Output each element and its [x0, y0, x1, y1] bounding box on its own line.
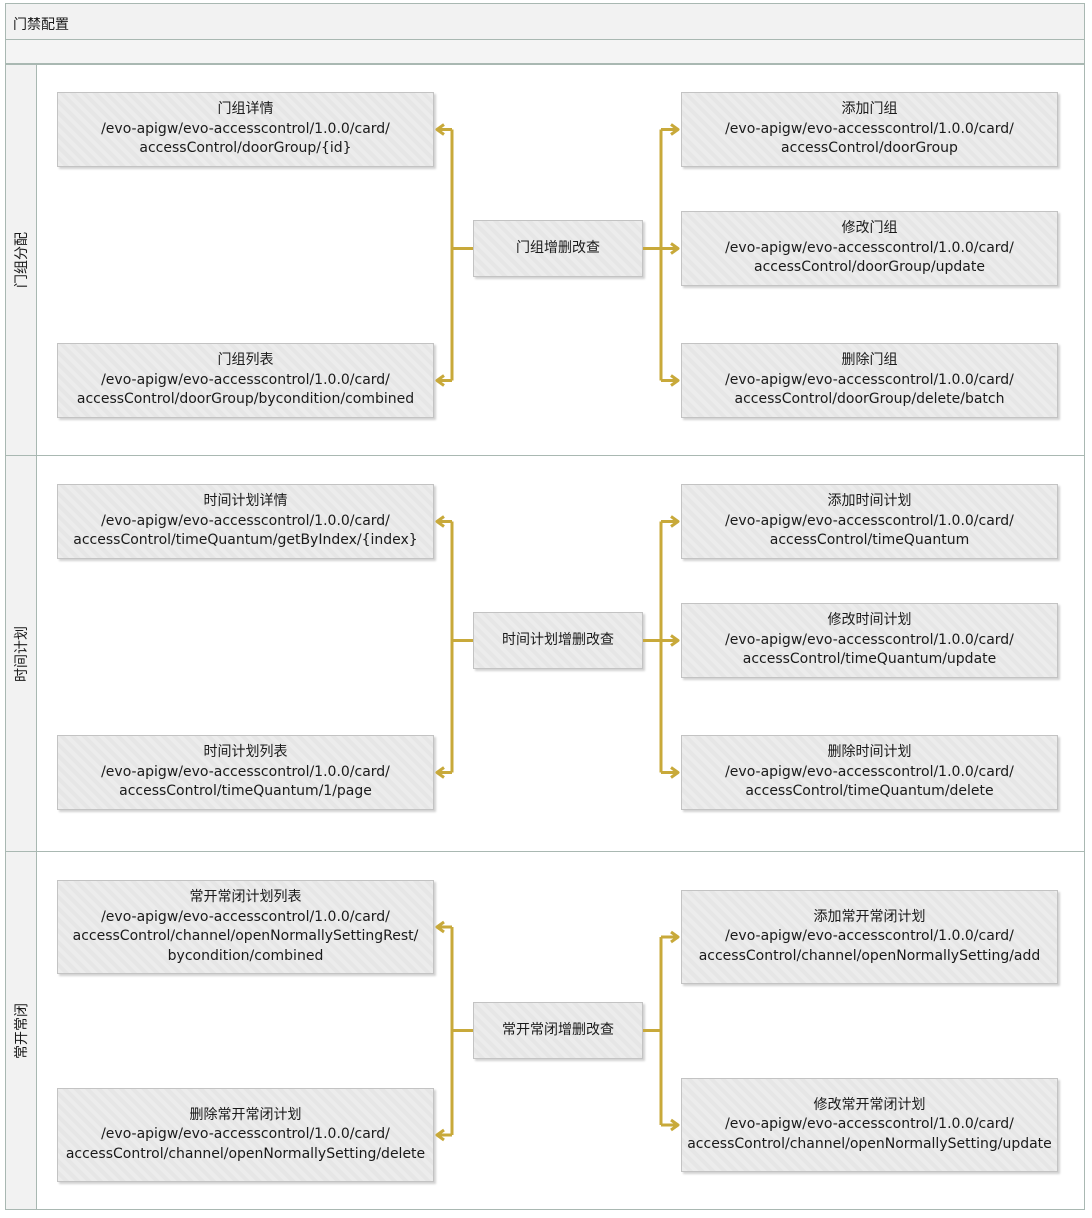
box-title: 删除常开常闭计划	[189, 1106, 302, 1123]
hub-node: 门组增删改查	[473, 220, 643, 277]
box-path-line: accessControl/timeQuantum/delete	[745, 783, 994, 800]
box-path-line: accessControl/doorGroup	[781, 140, 958, 157]
box-title: 修改常开常闭计划	[813, 1096, 926, 1113]
box-path-line: accessControl/timeQuantum/update	[742, 651, 997, 668]
box-title: 门组列表	[217, 352, 274, 369]
swimlane: 门组分配	[5, 64, 1085, 456]
box-path-line: /evo-apigw/evo-accesscontrol/1.0.0/card/	[101, 763, 390, 780]
lane-label-column: 门组分配	[6, 65, 37, 455]
endpoint-node: 修改时间计划/evo-apigw/evo-accesscontrol/1.0.0…	[681, 603, 1058, 678]
lane-label: 常开常闭	[14, 1002, 30, 1059]
box-title: 门组详情	[217, 101, 274, 118]
endpoint-node: 常开常闭计划列表/evo-apigw/evo-accesscontrol/1.0…	[57, 880, 434, 974]
lane-label: 时间计划	[14, 625, 30, 682]
box-title: 常开常闭计划列表	[189, 889, 302, 905]
endpoint-node: 修改常开常闭计划/evo-apigw/evo-accesscontrol/1.0…	[681, 1078, 1058, 1172]
box-title: 删除时间计划	[827, 744, 912, 761]
box-path-line: accessControl/doorGroup/bycondition/comb…	[76, 391, 415, 408]
endpoint-node: 门组详情/evo-apigw/evo-accesscontrol/1.0.0/c…	[57, 92, 434, 167]
box-path-line: accessControl/timeQuantum	[769, 532, 970, 549]
box-path-line: /evo-apigw/evo-accesscontrol/1.0.0/card/	[101, 120, 390, 137]
box-path-line: /evo-apigw/evo-accesscontrol/1.0.0/card/	[725, 239, 1014, 256]
box-path-line: accessControl/doorGroup/update	[754, 259, 985, 276]
swimlane: 时间计划	[5, 456, 1085, 852]
box-path-line: /evo-apigw/evo-accesscontrol/1.0.0/card/	[725, 512, 1014, 529]
box-path-line: /evo-apigw/evo-accesscontrol/1.0.0/card/	[101, 908, 390, 925]
box-title: 修改门组	[841, 220, 898, 237]
endpoint-node: 添加门组/evo-apigw/evo-accesscontrol/1.0.0/c…	[681, 92, 1058, 167]
box-title: 常开常闭增删改查	[502, 1021, 614, 1038]
endpoint-node: 时间计划列表/evo-apigw/evo-accesscontrol/1.0.0…	[57, 735, 434, 810]
box-title: 添加常开常闭计划	[813, 908, 926, 925]
endpoint-node: 删除门组/evo-apigw/evo-accesscontrol/1.0.0/c…	[681, 343, 1058, 418]
endpoint-node: 添加时间计划/evo-apigw/evo-accesscontrol/1.0.0…	[681, 484, 1058, 559]
box-path-line: /evo-apigw/evo-accesscontrol/1.0.0/card/	[725, 928, 1014, 945]
box-path-line: accessControl/channel/openNormallySettin…	[72, 928, 419, 944]
box-path-line: /evo-apigw/evo-accesscontrol/1.0.0/card/	[725, 763, 1014, 780]
box-title: 添加门组	[841, 101, 898, 118]
box-title: 删除门组	[841, 352, 898, 369]
lane-label-column: 时间计划	[6, 456, 37, 851]
box-path-line: /evo-apigw/evo-accesscontrol/1.0.0/card/	[725, 371, 1014, 388]
box-path-line: accessControl/channel/openNormallySettin…	[687, 1135, 1052, 1152]
box-title: 修改时间计划	[827, 612, 912, 629]
box-title: 添加时间计划	[827, 493, 912, 510]
box-path-line: accessControl/timeQuantum/1/page	[119, 783, 372, 800]
endpoint-node: 修改门组/evo-apigw/evo-accesscontrol/1.0.0/c…	[681, 211, 1058, 286]
title-bar: 门禁配置	[5, 3, 1085, 40]
box-path-line: /evo-apigw/evo-accesscontrol/1.0.0/card/	[725, 120, 1014, 137]
box-path-line: accessControl/channel/openNormallySettin…	[698, 947, 1041, 964]
box-title: 时间计划列表	[203, 744, 288, 761]
endpoint-node: 门组列表/evo-apigw/evo-accesscontrol/1.0.0/c…	[57, 343, 434, 418]
header-spacer	[5, 40, 1085, 64]
box-title: 时间计划增删改查	[502, 631, 614, 648]
box-path-line: /evo-apigw/evo-accesscontrol/1.0.0/card/	[101, 371, 390, 388]
box-path-line: /evo-apigw/evo-accesscontrol/1.0.0/card/	[101, 1126, 390, 1143]
hub-node: 常开常闭增删改查	[473, 1002, 643, 1059]
swimlane: 常开常闭	[5, 852, 1085, 1210]
endpoint-node: 删除时间计划/evo-apigw/evo-accesscontrol/1.0.0…	[681, 735, 1058, 810]
box-path-line: /evo-apigw/evo-accesscontrol/1.0.0/card/	[725, 1116, 1014, 1133]
endpoint-node: 删除常开常闭计划/evo-apigw/evo-accesscontrol/1.0…	[57, 1088, 434, 1182]
endpoint-node: 时间计划详情/evo-apigw/evo-accesscontrol/1.0.0…	[57, 484, 434, 559]
endpoint-node: 添加常开常闭计划/evo-apigw/evo-accesscontrol/1.0…	[681, 890, 1058, 984]
box-path-line: accessControl/channel/openNormallySettin…	[65, 1145, 426, 1162]
box-path-line: accessControl/doorGroup/{id}	[139, 140, 352, 157]
page-title: 门禁配置	[13, 17, 69, 33]
lane-label-column: 常开常闭	[6, 852, 37, 1209]
box-title: 门组增删改查	[516, 239, 600, 256]
hub-node: 时间计划增删改查	[473, 612, 643, 669]
box-path-line: accessControl/doorGroup/delete/batch	[734, 391, 1005, 408]
box-title: 时间计划详情	[203, 493, 288, 510]
box-path-line: accessControl/timeQuantum/getByIndex/{in…	[73, 532, 418, 549]
box-path-line: bycondition/combined	[167, 947, 324, 964]
box-path-line: /evo-apigw/evo-accesscontrol/1.0.0/card/	[101, 512, 390, 529]
box-path-line: /evo-apigw/evo-accesscontrol/1.0.0/card/	[725, 631, 1014, 648]
lane-label: 门组分配	[14, 232, 30, 288]
